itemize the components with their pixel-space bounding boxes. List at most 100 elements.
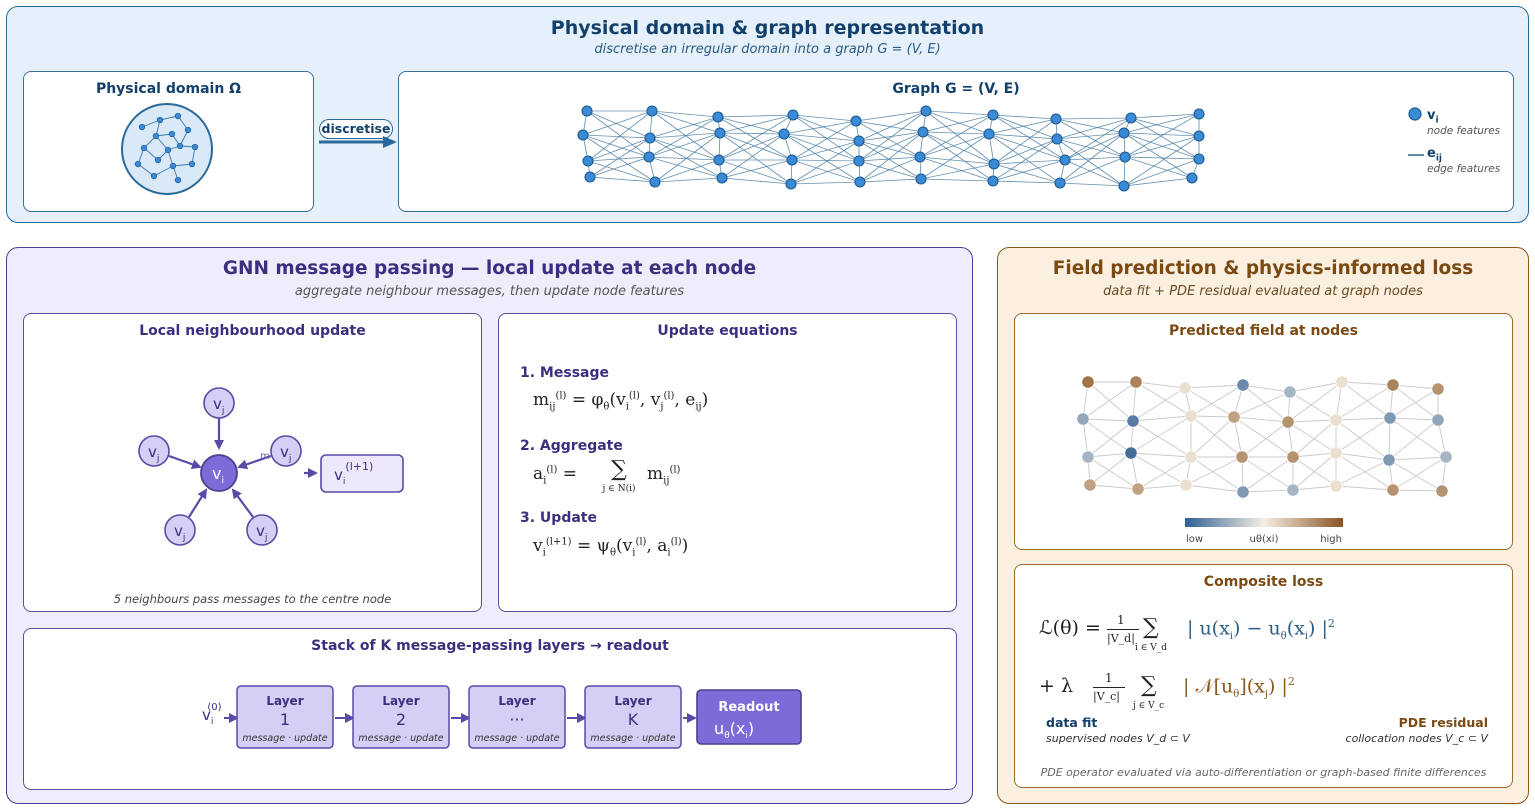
graph-edge [919, 133, 990, 158]
physical-domain-box: Physical domain Ω [23, 71, 314, 212]
gnn-message-passing-panel: GNN message passing — local update at ea… [6, 247, 973, 804]
field-edge [1089, 484, 1139, 490]
field-node [1235, 450, 1249, 464]
field-edge [1389, 417, 1439, 421]
readout-title: Readout [718, 700, 779, 715]
graph-edge [791, 140, 860, 161]
graph-node [713, 154, 725, 166]
field-node [1236, 485, 1250, 499]
loss-footnote: PDE operator evaluated via auto-differen… [1040, 766, 1487, 779]
readout-formula: uθ(xi) [714, 719, 754, 741]
input-node-label: vi(0) [202, 702, 222, 727]
graph-edge [649, 116, 719, 139]
graph-edge [993, 118, 1057, 165]
field-node [1386, 378, 1400, 392]
graph-node [785, 178, 797, 190]
node-legend-symbol: vi [1427, 108, 1439, 126]
physical-domain-title: Physical domain Ω [95, 81, 242, 97]
graph-node [1050, 113, 1062, 125]
graph-edge [654, 177, 723, 183]
graph-edge [993, 163, 1061, 184]
field-edge [1087, 452, 1132, 458]
graph-edge [648, 116, 719, 158]
graph-edge [919, 114, 994, 158]
field-edge [1388, 417, 1391, 461]
graph-edge [649, 137, 720, 161]
graph-edge [718, 159, 792, 185]
edge-legend-icon [1408, 154, 1424, 156]
graph-node [1119, 151, 1131, 163]
graph-edge [920, 133, 990, 180]
graph-edge [858, 140, 922, 180]
graph-edge [858, 131, 924, 142]
graph-edge [651, 110, 721, 134]
graph-box: Graph G = (V, E) vi node features eij ed… [398, 71, 1514, 212]
top-title: Physical domain & graph representation [550, 17, 985, 39]
field-edge [1392, 456, 1447, 491]
physics-loss-panel: Field prediction & physics-informed loss… [997, 247, 1529, 804]
graph-edge [718, 133, 785, 161]
graph-edge [992, 114, 1057, 120]
field-node [1286, 483, 1300, 497]
gnn-subtitle: aggregate neighbour messages, then updat… [294, 284, 685, 299]
graph-edge [721, 133, 785, 179]
graph-node [582, 155, 594, 167]
graph-edge [1124, 135, 1200, 158]
graph-edge [654, 159, 720, 183]
field-edge [1130, 452, 1187, 486]
update-equation: vi(l+1) = ψθ(vi(l), ai(l)) [533, 536, 689, 559]
field-edge [1292, 452, 1337, 458]
graph-edge [1123, 158, 1200, 187]
field-edge [1082, 418, 1134, 422]
field-node [1076, 412, 1090, 426]
colorbar-low: low [1186, 534, 1203, 545]
field-edge [1190, 456, 1244, 493]
graph-edge [649, 137, 723, 179]
field-edge [1184, 387, 1235, 418]
graph-edge [792, 114, 860, 142]
graph-node [1186, 172, 1198, 184]
graph-edge [1064, 156, 1126, 161]
field-edge [1184, 384, 1244, 389]
graph-edge [719, 114, 794, 134]
graph-edge [855, 110, 927, 122]
graph-node [1118, 127, 1130, 139]
graph-node [646, 105, 658, 117]
field-node [1236, 378, 1250, 392]
field-edge [1132, 420, 1192, 458]
graph-node [1125, 112, 1137, 124]
field-edge [1287, 419, 1337, 423]
graph-edge [1064, 117, 1132, 161]
graph-edge [1123, 135, 1200, 187]
aggregate-equation-term: mij(l) [647, 464, 681, 487]
graph-node [1054, 177, 1066, 189]
aggregate-sum-index: j ∈ N(i) [602, 484, 636, 494]
graph-edge [587, 160, 656, 183]
graph-edge [783, 133, 860, 162]
message-label: m [260, 451, 270, 462]
graph-edge [858, 160, 922, 180]
loss-subtitle: data fit + PDE residual evaluated at gra… [1103, 284, 1423, 299]
aggregate-equation-heading: 2. Aggregate [520, 438, 623, 454]
field-node [1329, 446, 1343, 460]
neighbour-label-bottom-left: vj [174, 522, 185, 543]
field-edge [1185, 456, 1243, 486]
graph-edge [992, 114, 1066, 161]
graph-edge [925, 110, 995, 165]
graph-edge [988, 133, 1058, 140]
field-edge [1242, 384, 1291, 393]
graph-edge [790, 140, 860, 185]
graph-edge [992, 114, 1058, 140]
graph-edge [859, 131, 924, 183]
field-node [1386, 483, 1400, 497]
edge-legend-symbol: eij [1427, 146, 1442, 164]
graph-edge [791, 159, 860, 162]
field-node [1335, 375, 1349, 389]
field-edge [1389, 417, 1447, 458]
graph-node [584, 171, 596, 183]
graph-edge [648, 156, 723, 179]
neighbour-node-bottom-right [246, 514, 278, 546]
pde-residual-desc: collocation nodes V_c ⊂ V [1345, 732, 1488, 745]
graph-node [712, 111, 724, 123]
field-node [1129, 375, 1143, 389]
